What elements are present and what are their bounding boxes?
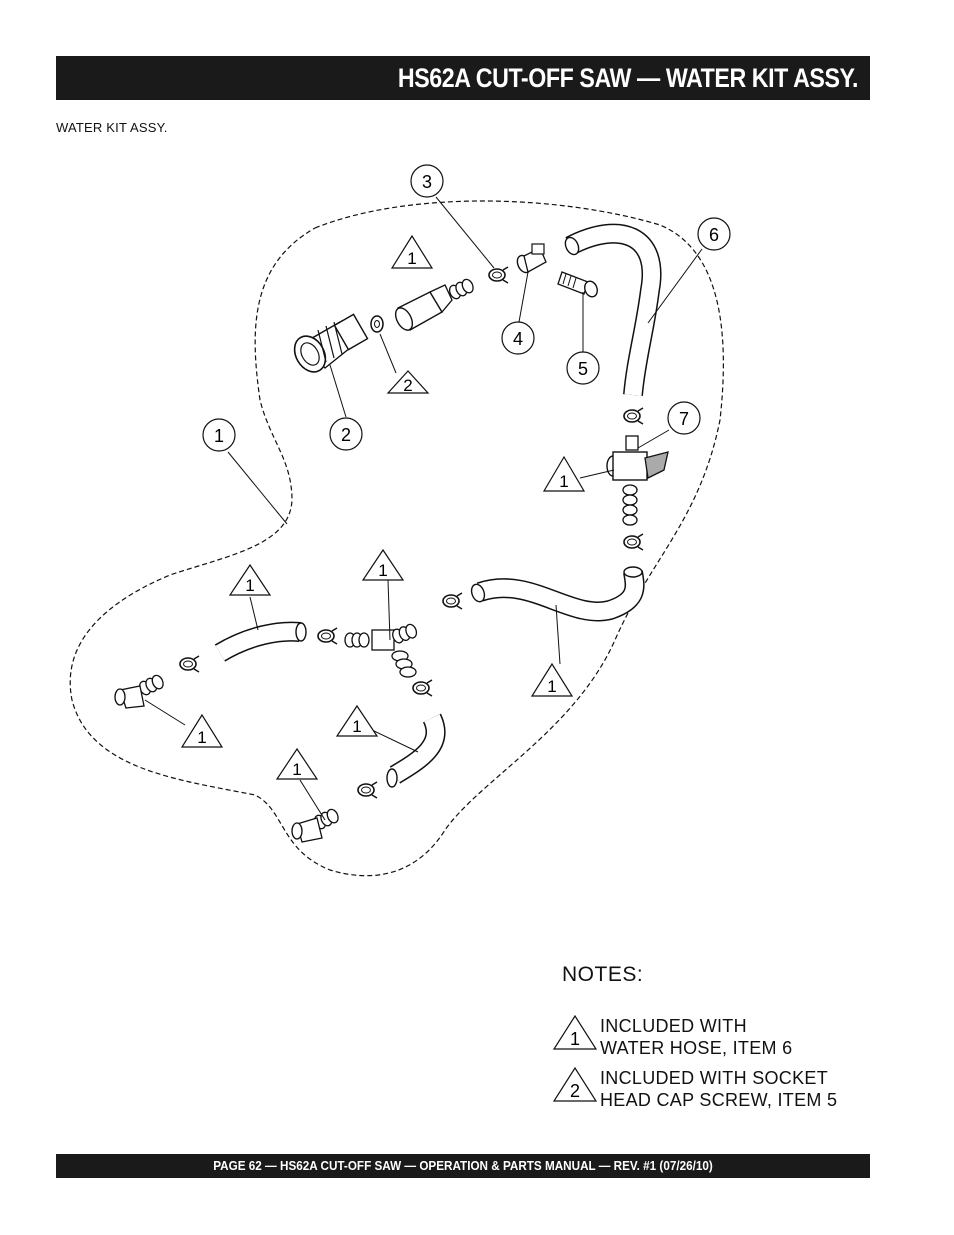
callout-2: 2	[329, 417, 363, 451]
triangle-marker-1: 1	[275, 747, 319, 780]
svg-text:7: 7	[679, 409, 689, 429]
footer-bar: PAGE 62 — HS62A CUT-OFF SAW — OPERATION …	[56, 1154, 870, 1178]
page-title: HS62A CUT-OFF SAW — WATER KIT ASSY.	[397, 63, 859, 93]
note-line: HEAD CAP SCREW, ITEM 5	[600, 1090, 838, 1110]
triangle-marker-1: 1	[542, 455, 586, 492]
header-bar: HS62A CUT-OFF SAW — WATER KIT ASSY.	[56, 56, 870, 100]
svg-text:2: 2	[403, 376, 412, 395]
elbow-left	[114, 672, 166, 709]
svg-text:1: 1	[352, 717, 361, 736]
triangle-marker-2: 2	[553, 1067, 597, 1102]
section-subtitle: WATER KIT ASSY.	[56, 120, 168, 135]
quick-connector	[394, 276, 476, 331]
callout-6: 6	[697, 217, 731, 251]
notes-title: NOTES:	[562, 963, 644, 986]
callout-5: 5	[566, 351, 600, 385]
triangle-marker-1: 1	[361, 548, 405, 581]
footer-text: PAGE 62 — HS62A CUT-OFF SAW — OPERATION …	[213, 1158, 713, 1173]
callout-1: 1	[202, 418, 236, 452]
callout-7: 7	[667, 401, 701, 435]
triangle-marker-1: 1	[530, 662, 574, 697]
fitting-item-4	[516, 243, 547, 274]
triangle-marker-1: 1	[390, 234, 434, 269]
note-line: INCLUDED WITH	[600, 1016, 747, 1036]
svg-text:1: 1	[214, 426, 224, 446]
note-text: INCLUDED WITH SOCKET HEAD CAP SCREW, ITE…	[600, 1067, 837, 1111]
svg-text:4: 4	[513, 329, 523, 349]
triangle-marker-1: 1	[228, 563, 272, 596]
triangle-marker-1: 1	[335, 704, 379, 737]
connector-item-2	[293, 313, 369, 373]
svg-text:1: 1	[378, 561, 387, 580]
note-item: 2 INCLUDED WITH SOCKET HEAD CAP SCREW, I…	[553, 1067, 883, 1119]
callout-4: 4	[501, 321, 535, 355]
svg-text:1: 1	[570, 1029, 580, 1049]
note-item: 1 INCLUDED WITH WATER HOSE, ITEM 6	[553, 1015, 883, 1067]
svg-text:2: 2	[570, 1081, 580, 1101]
triangle-marker-1: 1	[553, 1015, 597, 1050]
svg-text:3: 3	[422, 172, 432, 192]
svg-text:6: 6	[709, 225, 719, 245]
note-line: WATER HOSE, ITEM 6	[600, 1038, 793, 1058]
triangle-marker-2: 2	[386, 370, 430, 395]
tee-fitting	[344, 622, 419, 678]
washer	[370, 315, 384, 333]
svg-text:5: 5	[578, 359, 588, 379]
svg-text:1: 1	[292, 760, 301, 779]
svg-text:1: 1	[559, 472, 568, 491]
note-line: INCLUDED WITH SOCKET	[600, 1068, 829, 1088]
valve-item-7	[606, 435, 669, 526]
svg-text:1: 1	[407, 249, 416, 268]
elbow-bottom	[291, 806, 341, 843]
screw-item-5	[557, 271, 598, 298]
svg-text:2: 2	[341, 425, 351, 445]
svg-text:1: 1	[547, 677, 556, 696]
svg-text:1: 1	[245, 576, 254, 595]
note-text: INCLUDED WITH WATER HOSE, ITEM 6	[600, 1015, 792, 1059]
svg-text:1: 1	[197, 728, 206, 747]
triangle-marker-1: 1	[180, 713, 224, 748]
callout-3: 3	[410, 164, 444, 198]
